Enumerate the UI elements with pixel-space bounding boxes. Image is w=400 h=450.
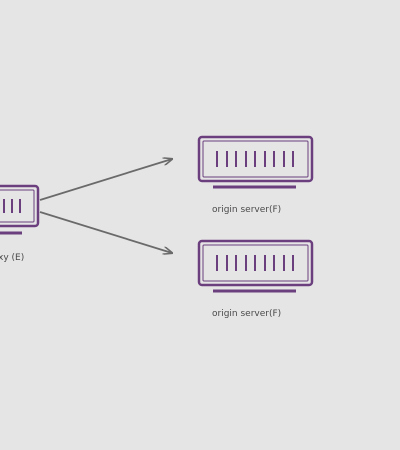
connector-arrow-to-origin-2 xyxy=(39,211,172,253)
origin-server-2-icon xyxy=(197,239,314,293)
proxy-server-icon xyxy=(0,184,40,235)
origin-server-1-icon xyxy=(197,135,314,189)
connector-arrow-to-origin-1 xyxy=(39,159,172,201)
origin-server-2-label: origin server(F) xyxy=(212,309,282,319)
proxy-label: xy (E) xyxy=(0,253,25,263)
origin-server-1-label: origin server(F) xyxy=(212,205,282,215)
